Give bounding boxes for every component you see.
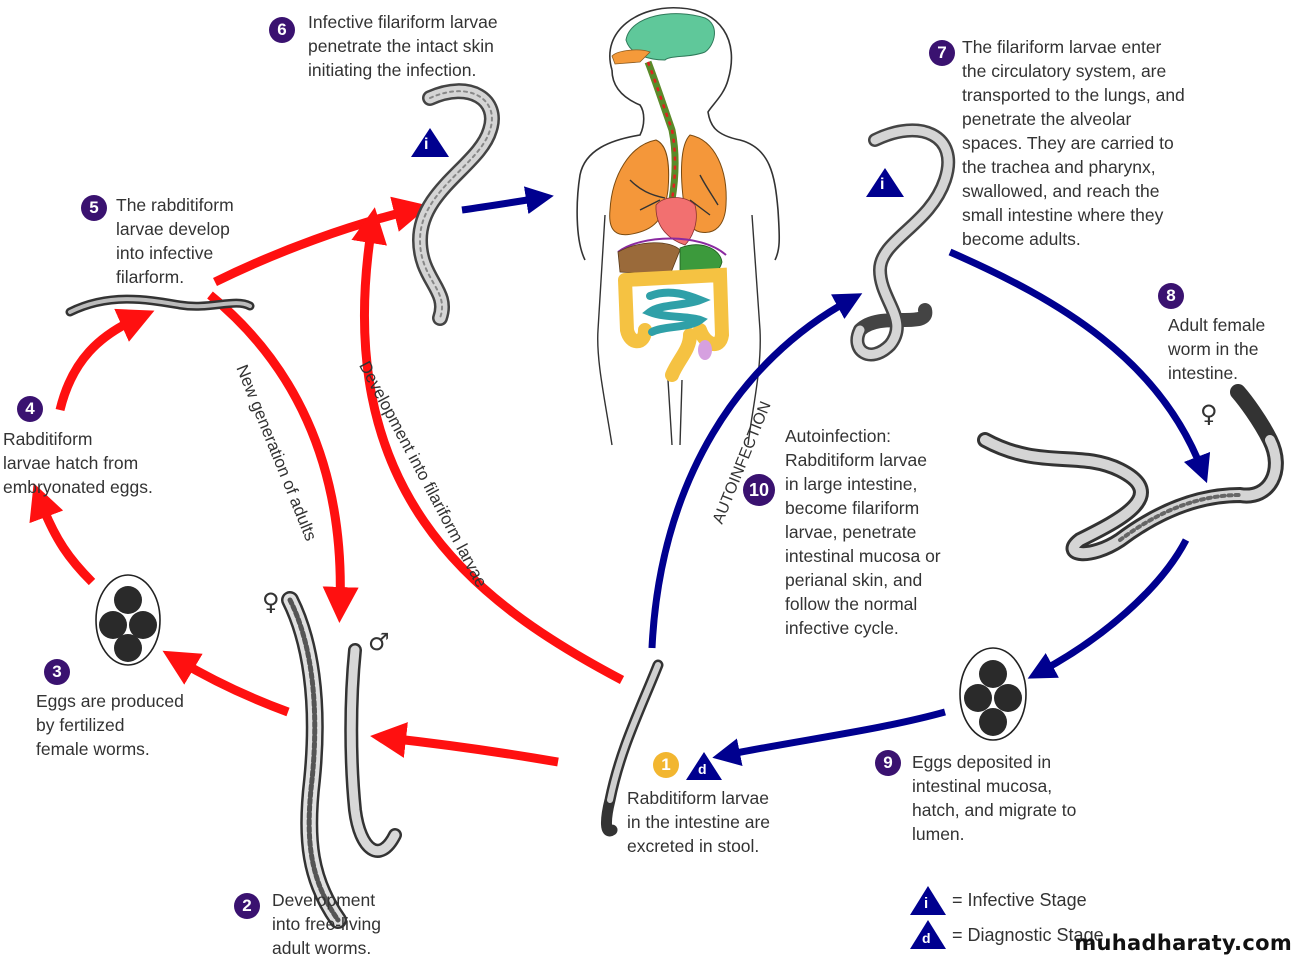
rhabditiform-larva-stool (601, 659, 664, 837)
step-3-badge: 3 (44, 659, 70, 685)
rhabditiform-larva-free (65, 294, 255, 317)
diagnostic-triangle-icon-1 (686, 752, 722, 780)
filariform-larva-skin (411, 83, 500, 326)
arrow-2-to-3 (162, 650, 290, 717)
infective-marker-6: i (424, 136, 429, 153)
worm-illustrations (65, 83, 1284, 929)
male-symbol-free-living: ♂ (368, 628, 390, 656)
female-symbol-free-living: ♀ (262, 588, 280, 616)
arrow-4-to-5 (55, 308, 155, 412)
step-4-badge: 4 (17, 396, 43, 422)
large-intestine (618, 267, 730, 382)
free-living-arrows (29, 196, 625, 767)
adult-male-free-living (344, 643, 402, 858)
arrow-1-to-2 (370, 722, 559, 767)
liver (617, 242, 681, 276)
arrow-5-to-6 (213, 196, 430, 287)
step-2-text: Development into free-living adult worms… (272, 890, 381, 958)
step-10-badge: 10 (743, 474, 775, 506)
stage-triangles (411, 128, 946, 949)
arrow-8-to-9 (1027, 538, 1190, 679)
step-8-badge: 8 (1158, 283, 1184, 309)
filariform-larva-lungs (850, 123, 956, 362)
female-symbol-parasitic: ♀ (1200, 400, 1218, 428)
diagnostic-marker-1: d (698, 761, 707, 777)
step-1-text: Rabditiform larvae in the intestine are … (627, 788, 771, 856)
legend-infective-marker: i (924, 895, 929, 912)
step-4-text: Rabditiform larvae hatch from embryonate… (3, 429, 153, 497)
step-8-text: Adult female worm in the intestine. (1168, 315, 1266, 383)
arrow-9-to-1 (712, 708, 946, 766)
brain (625, 13, 715, 61)
arrow-6-to-body (461, 186, 554, 215)
heart (655, 197, 697, 246)
step-6-text: Infective filariform larvae penetrate th… (308, 12, 498, 80)
step-10-text: Autoinfection: Rabditiform larvae in lar… (785, 426, 941, 638)
adult-female-parasitic (977, 384, 1284, 562)
step-6-badge: 6 (269, 17, 295, 43)
adult-female-free-living (281, 591, 347, 929)
arrow-autoinfection (648, 293, 863, 649)
step-9-text: Eggs deposited in intestinal mucosa, hat… (912, 752, 1077, 844)
infective-triangle-icon-7 (866, 168, 904, 197)
body-outline (576, 7, 781, 261)
arrow-7-to-8 (948, 248, 1211, 484)
legend-infective-label: = Infective Stage (952, 890, 1087, 910)
step-5-text: The rabditiform larvae develop into infe… (116, 195, 234, 287)
step-7-text: The filariform larvae enter the circulat… (962, 37, 1185, 249)
step-2-badge: 2 (234, 893, 260, 919)
step-3-text: Eggs are produced by fertilized female w… (36, 691, 184, 759)
arrow-new-generation (207, 291, 359, 623)
infective-triangle-icon-6 (411, 128, 449, 157)
arrow-development-filariform (351, 207, 625, 684)
human-body-figure (576, 7, 781, 446)
step-7-badge: 7 (929, 40, 955, 66)
legend-diagnostic-triangle-icon (910, 920, 946, 949)
parasitic-arrows (461, 186, 1211, 766)
small-intestine (642, 288, 711, 336)
arrow-3-to-4 (29, 483, 96, 586)
legend-infective-triangle-icon (910, 886, 946, 915)
step-5-badge: 5 (81, 195, 107, 221)
step-9-badge: 9 (875, 750, 901, 776)
egg-right (959, 647, 1027, 741)
egg-left (95, 574, 161, 666)
diaphragm (617, 237, 727, 256)
step-1-badge: 1 (653, 752, 679, 778)
watermark: muhadharaty.com (1074, 931, 1292, 955)
legend-diagnostic-label: = Diagnostic Stage (952, 925, 1104, 945)
legend-diagnostic-marker: d (922, 930, 931, 946)
infective-marker-7: i (880, 176, 885, 193)
